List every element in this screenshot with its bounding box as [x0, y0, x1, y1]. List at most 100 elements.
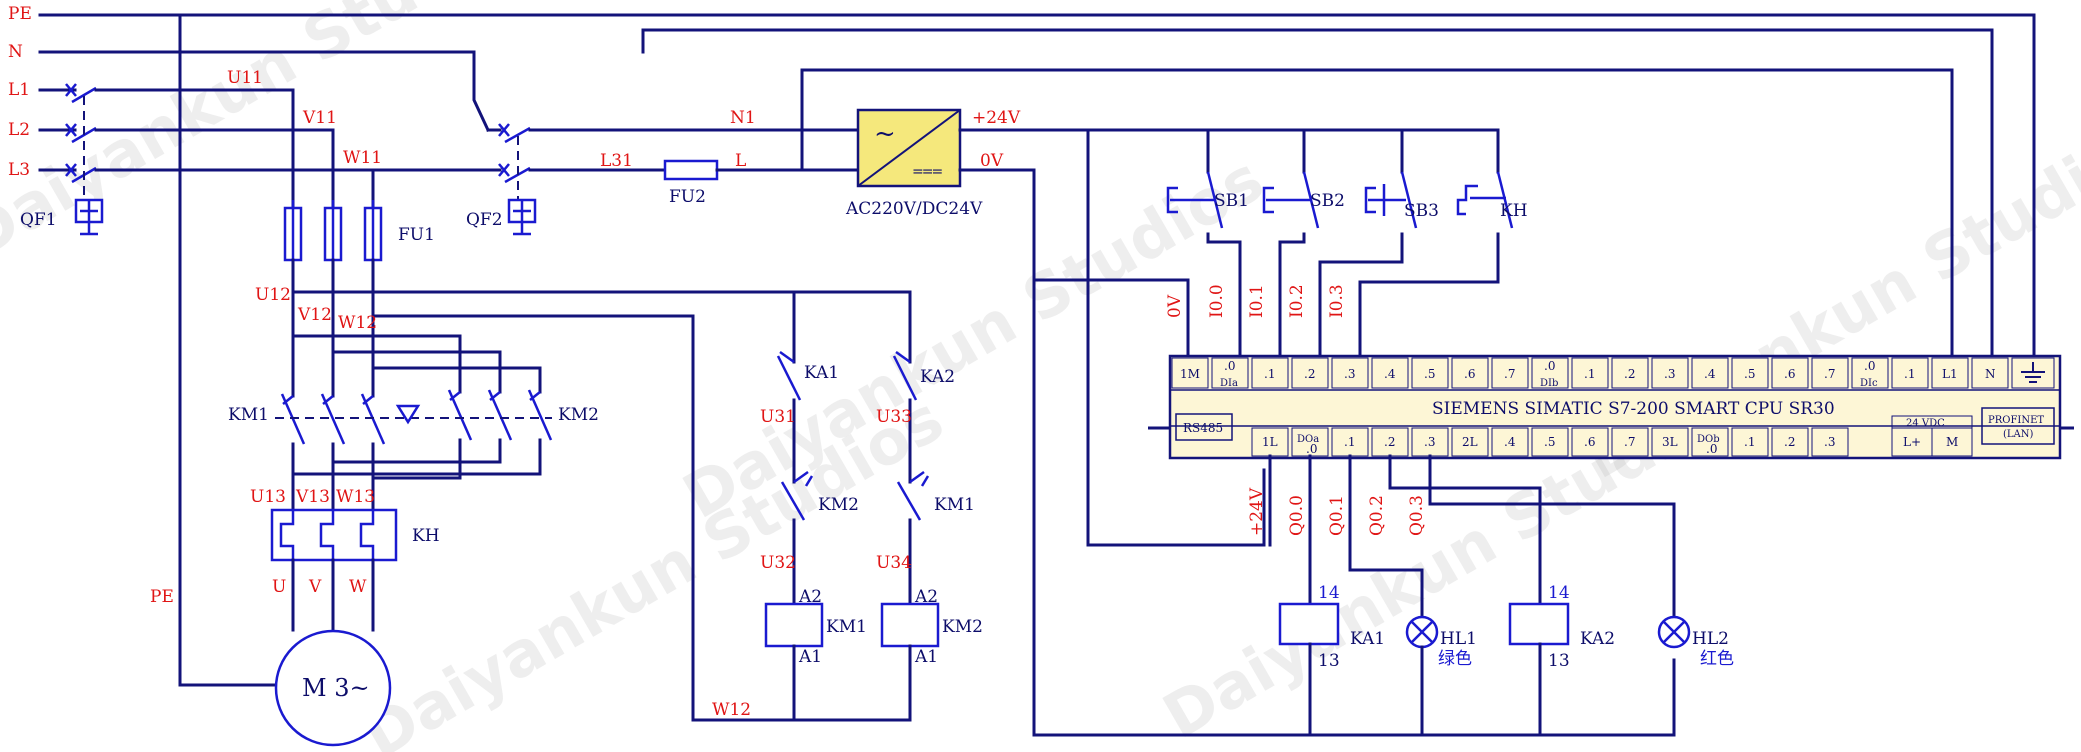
wire-label-0v: 0V [1165, 294, 1185, 318]
rail-label-l3: L3 [8, 160, 30, 180]
supply-rails [38, 13, 2036, 687]
plc-bottom-terminal-label: .7 [1624, 435, 1635, 449]
plc-power-terminal-m: M [1946, 435, 1958, 449]
pe-motor-drop [178, 13, 285, 687]
plc-ground-terminal [2011, 357, 2055, 389]
plc-top-terminal-label: .3 [1664, 367, 1675, 381]
wire-label-i00: I0.0 [1207, 284, 1227, 318]
plc-top-terminal: .2 [1611, 357, 1649, 389]
ka1-coil-label: KA1 [1350, 629, 1385, 649]
kh-contact [1358, 171, 1514, 362]
plc-top-terminal: L1 [1931, 357, 1969, 389]
plc-top-terminal-label: L1 [1942, 367, 1958, 381]
plc-bottom-terminal: 3L [1651, 427, 1689, 457]
plc-bottom-terminal: .6 [1571, 427, 1609, 457]
fu1-label: FU1 [398, 225, 435, 245]
ka1-pin13: 13 [1318, 651, 1340, 671]
plc-bottom-terminal-label: .5 [1544, 435, 1555, 449]
label-u33: U33 [876, 407, 912, 427]
label-a2-left: A2 [798, 587, 822, 607]
hl1-color-label: 绿色 [1438, 649, 1472, 669]
plc-top-terminal-label: .5 [1424, 367, 1435, 381]
plus24-tap-kh [1400, 128, 1500, 174]
ka2-relay-coil [1508, 602, 1570, 737]
l-to-plc [800, 68, 1954, 362]
ka1-contact-label: KA1 [804, 363, 839, 383]
wire-label-q02: Q0.2 [1367, 495, 1387, 536]
plc-bottom-terminal-label: .1 [1344, 435, 1355, 449]
km2-main-label: KM2 [558, 405, 599, 425]
ka1-pin14: 14 [1318, 583, 1340, 603]
qf1-label: QF1 [20, 210, 57, 230]
sb1-switch [1166, 171, 1242, 362]
plc-title: SIEMENS SIMATIC S7-200 SMART CPU SR30 [1432, 399, 1835, 419]
wire-label-plus24v-out: +24V [1247, 487, 1267, 536]
label-u11: U11 [227, 68, 263, 88]
kh-contact-label: KH [1500, 201, 1528, 221]
sb1-label: SB1 [1214, 191, 1249, 211]
coil-km1-label: KM1 [826, 617, 867, 637]
plc-top-terminal: .3 [1651, 357, 1689, 389]
plus24-tap-sb3 [1302, 128, 1404, 174]
label-a1-left: A1 [798, 647, 822, 667]
label-pe-motor: PE [150, 587, 174, 607]
plc-top-terminal: .0 [1851, 357, 1889, 389]
plc-top-terminal: .7 [1491, 357, 1529, 389]
plc-top-terminal: .7 [1811, 357, 1849, 389]
u12-to-control [291, 290, 912, 342]
km2-contacts [447, 389, 553, 441]
plc-power-terminals: L+ M [1891, 415, 1973, 457]
plc-bottom-terminal: .3 [1811, 427, 1849, 457]
km1-contact-label: KM1 [934, 495, 975, 515]
control-rung-right [880, 338, 940, 722]
wire-q01 [1348, 454, 1424, 617]
plc-top-terminal-label: 1M [1180, 367, 1200, 381]
ka1-relay-coil [1278, 602, 1340, 737]
psu-label: AC220V/DC24V [845, 199, 983, 219]
ka2-pin14: 14 [1548, 583, 1570, 603]
fu2-label: FU2 [669, 187, 706, 207]
label-u: U [272, 577, 286, 597]
label-v13: V13 [295, 487, 330, 507]
plc-bottom-terminal: .1 [1731, 427, 1769, 457]
plc-top-terminal: .6 [1771, 357, 1809, 389]
plc-bottom-terminal-label: .2 [1384, 435, 1395, 449]
qf2-label: QF2 [466, 210, 503, 230]
plc-bottom-terminal-label: .3 [1824, 435, 1835, 449]
rail-label-l1: L1 [8, 80, 30, 100]
sb2-label: SB2 [1310, 191, 1345, 211]
plc-top-terminal-label: .7 [1504, 367, 1515, 381]
plc-top-terminal-label: .1 [1264, 367, 1275, 381]
plc-top-terminal-label: .4 [1384, 367, 1396, 381]
plc-bottom-terminal-label: .1 [1744, 435, 1755, 449]
psu-box: ~ === [856, 108, 962, 188]
label-n1: N1 [730, 108, 756, 128]
plc-bottom-terminal-label: .4 [1504, 435, 1516, 449]
plc-top-terminals: 1M .0 .1 .2 .3 .4 .5 .6 .7 .0 .1 .2 .3 .… [1171, 357, 2055, 389]
plc-top-terminal-label: .1 [1904, 367, 1915, 381]
plc-top-terminal: N [1971, 357, 2009, 389]
wire-q03 [1428, 454, 1676, 617]
plc-top-terminal-label: .5 [1744, 367, 1755, 381]
plc-bottom-terminal-label: .0 [1306, 442, 1317, 456]
plc-top-terminal: .5 [1731, 357, 1769, 389]
label-u32: U32 [760, 553, 796, 573]
hl1-label: HL1 [1440, 629, 1477, 649]
plc-bottom-terminal: .7 [1611, 427, 1649, 457]
km2-contact-label: KM2 [818, 495, 859, 515]
ground-icon [2021, 362, 2045, 383]
plc-bottom-terminal: .0 [1691, 427, 1729, 457]
plc-top-terminal-label: .0 [1544, 359, 1555, 373]
plc-top-terminal: .4 [1691, 357, 1729, 389]
plc-top-terminal: .0 [1531, 357, 1569, 389]
plc-top-terminal-label: .2 [1624, 367, 1635, 381]
label-w13: W13 [336, 487, 375, 507]
wire-label-i02: I0.2 [1287, 284, 1307, 318]
plus24-drop-sb2 [1086, 128, 1266, 547]
plc-top-terminal-label: .0 [1224, 359, 1235, 373]
plc-bottom-terminal-label: 2L [1462, 435, 1478, 449]
wire-label-q01: Q0.1 [1327, 495, 1347, 536]
motor-label: M 3~ [302, 674, 370, 702]
hl1-lamp [1405, 615, 1439, 737]
